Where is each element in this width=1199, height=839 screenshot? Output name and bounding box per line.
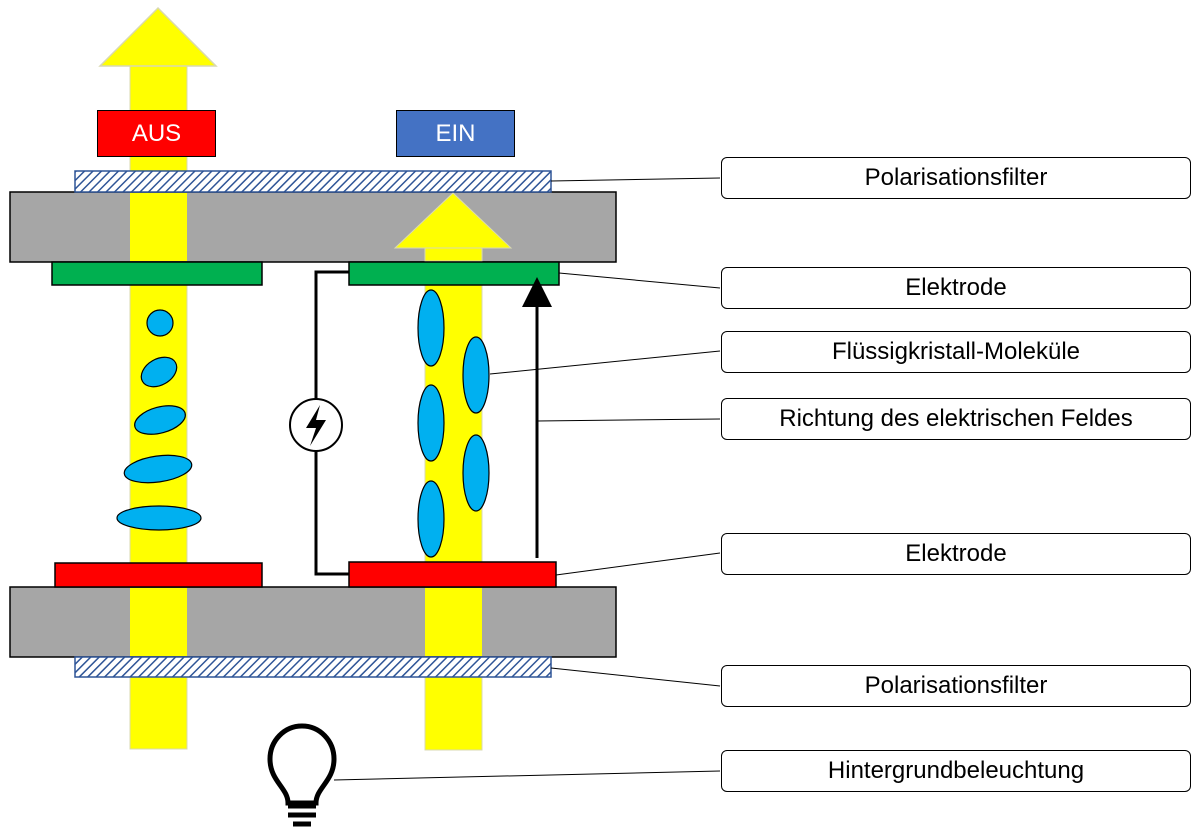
lc-molecules-on	[417, 289, 490, 558]
lc-molecule	[116, 505, 202, 531]
glass-plate-top	[9, 191, 617, 263]
polarizer-top	[74, 170, 552, 193]
label-backlight: Hintergrundbeleuchtung	[721, 750, 1191, 792]
label-field-direction: Richtung des elektrischen Feldes	[721, 398, 1191, 440]
glass-plate-bottom	[9, 586, 617, 658]
lc-molecule	[140, 356, 178, 388]
lc-molecule	[146, 309, 174, 337]
label-electrode-top: Elektrode	[721, 267, 1191, 309]
light-bulb-icon	[267, 723, 337, 827]
light-through-bottom-glass-right	[425, 588, 482, 656]
lightning-bolt-icon	[289, 398, 343, 452]
lc-molecules-off	[116, 309, 202, 531]
leader-lines	[333, 177, 721, 781]
state-off-box: AUS	[97, 110, 216, 157]
electrode-top-left	[51, 261, 263, 286]
electrode-top-right	[348, 261, 560, 286]
label-electrode-bottom: Elektrode	[721, 533, 1191, 575]
label-polarizer-bottom: Polarisationsfilter	[721, 665, 1191, 707]
electrode-bottom-left	[54, 562, 263, 588]
state-on-box: EIN	[396, 110, 515, 157]
lc-molecule	[462, 336, 490, 414]
lc-molecule	[123, 454, 193, 484]
label-lc-molecules: Flüssigkristall-Moleküle	[721, 331, 1191, 373]
label-polarizer-top: Polarisationsfilter	[721, 157, 1191, 199]
light-through-bottom-glass-left	[130, 588, 187, 656]
lc-molecule	[417, 480, 445, 558]
lc-molecule	[462, 434, 490, 512]
light-through-top-glass	[130, 193, 187, 261]
lc-molecule	[417, 384, 445, 462]
electrode-bottom-right	[348, 561, 557, 588]
lc-molecule	[134, 405, 186, 435]
polarizer-bottom	[74, 656, 552, 678]
light-arrow-on	[393, 192, 513, 262]
lc-molecule	[417, 289, 445, 367]
